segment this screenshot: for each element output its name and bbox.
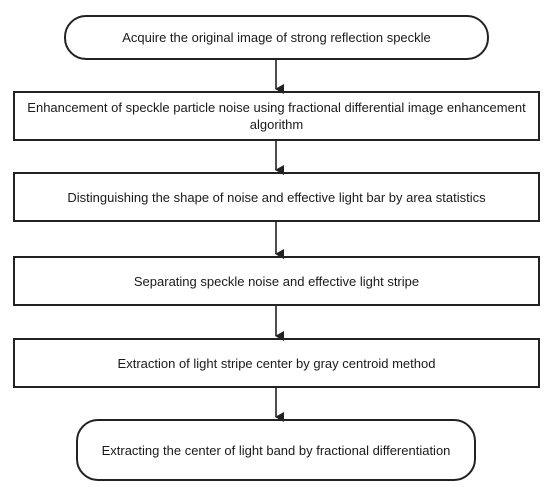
- process-node-enhancement: Enhancement of speckle particle noise us…: [13, 91, 540, 141]
- process-node-area-statistics: Distinguishing the shape of noise and ef…: [13, 172, 540, 222]
- end-node-label: Extracting the center of light band by f…: [101, 442, 451, 458]
- end-node-fractional-differentiation: Extracting the center of light band by f…: [76, 419, 476, 481]
- enhancement-label: Enhancement of speckle particle noise us…: [27, 100, 526, 132]
- process-node-gray-centroid: Extraction of light stripe center by gra…: [13, 338, 540, 388]
- start-node-label: Acquire the original image of strong ref…: [122, 30, 431, 45]
- start-node-acquire-image: Acquire the original image of strong ref…: [64, 15, 489, 60]
- area-statistics-label: Distinguishing the shape of noise and ef…: [67, 189, 486, 205]
- gray-centroid-label: Extraction of light stripe center by gra…: [117, 355, 436, 371]
- separation-label: Separating speckle noise and effective l…: [133, 273, 420, 289]
- process-node-separation: Separating speckle noise and effective l…: [13, 256, 540, 306]
